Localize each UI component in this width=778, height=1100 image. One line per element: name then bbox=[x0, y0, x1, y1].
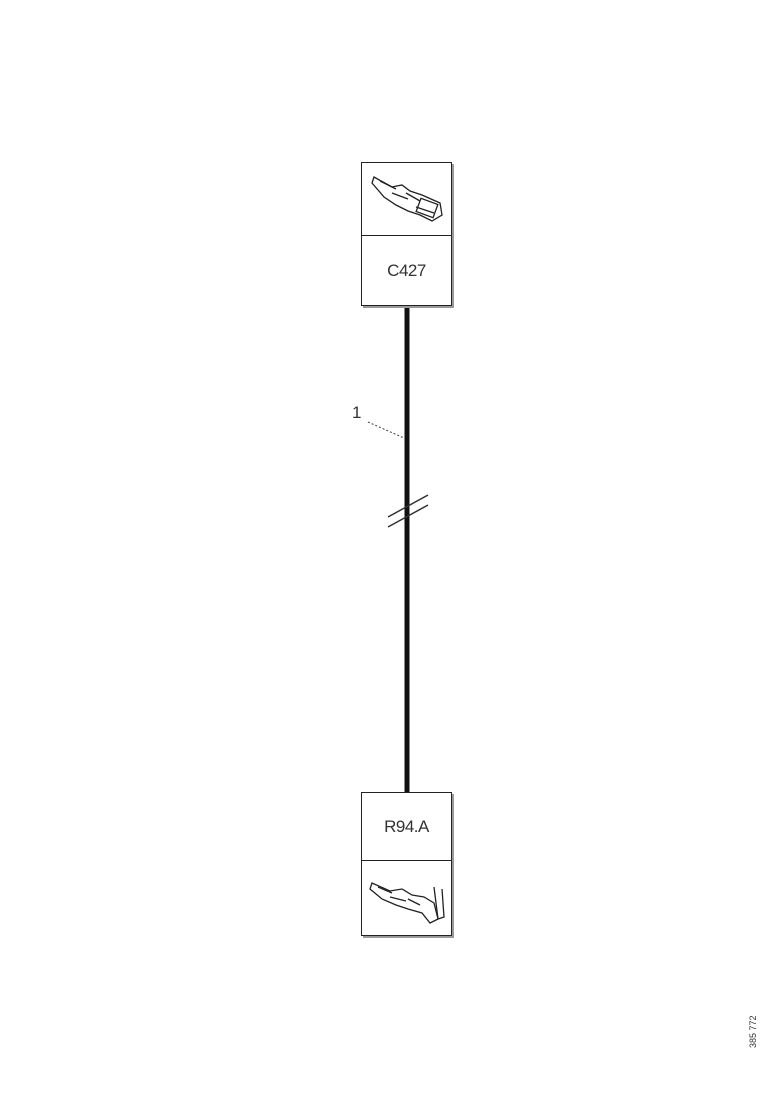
connector-label: R94.A bbox=[362, 793, 451, 861]
connector-c427: C427 bbox=[361, 162, 452, 306]
reference-number: 385 772 bbox=[748, 1015, 758, 1048]
wire-callout: 1 bbox=[352, 403, 362, 422]
callout-leader bbox=[367, 421, 405, 439]
connector-label: C427 bbox=[387, 260, 426, 280]
terminal-socket-icon bbox=[362, 861, 451, 933]
connector-r94a: R94.A bbox=[361, 792, 452, 936]
wire-break-mark bbox=[387, 494, 429, 528]
terminal-pin-icon bbox=[362, 163, 451, 236]
